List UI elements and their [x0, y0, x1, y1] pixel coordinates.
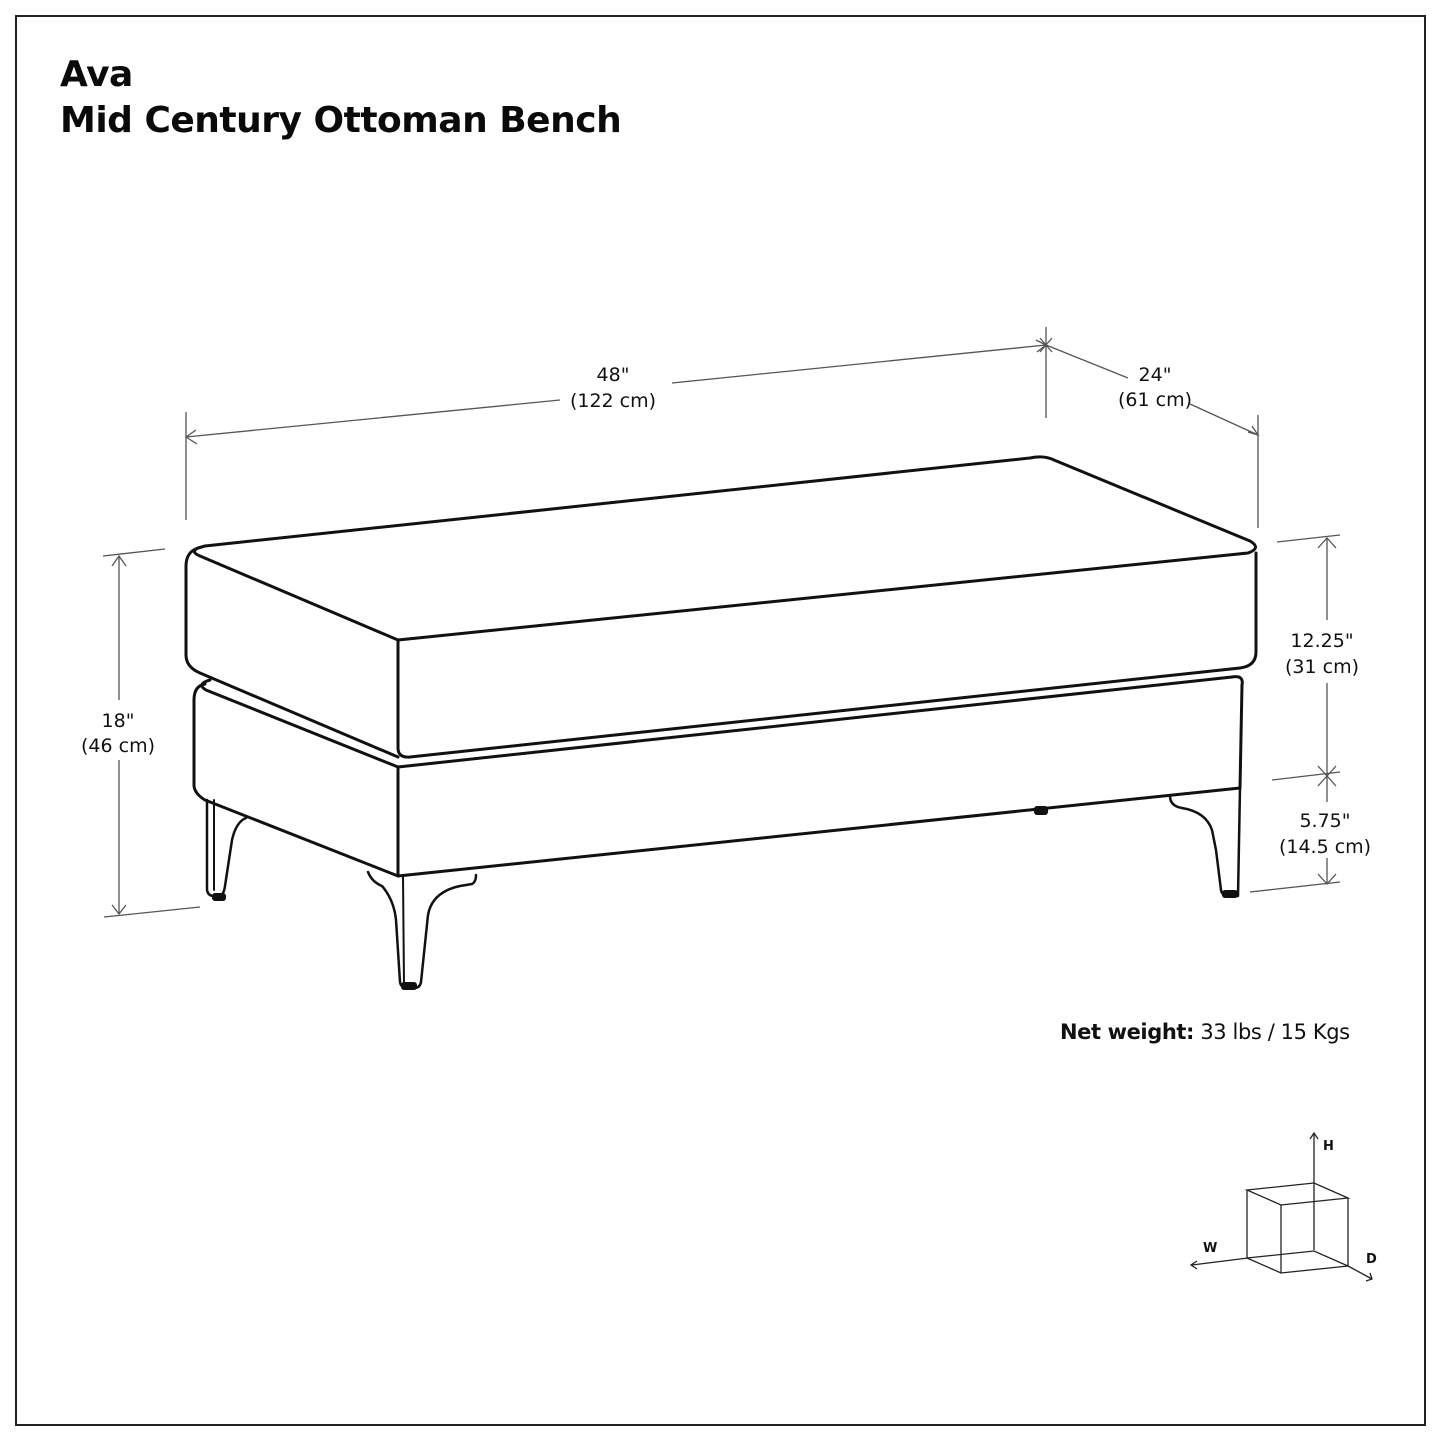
dimension-lines [102, 327, 1341, 918]
axis-label-h: H [1323, 1139, 1334, 1154]
title-block: Ava Mid Century Ottoman Bench [60, 52, 622, 144]
cushion-side [184, 546, 400, 759]
leg-height-imperial: 5.75" [1299, 810, 1350, 832]
net-weight-value: 33 lbs / 15 Kgs [1200, 1020, 1350, 1044]
depth-metric: (61 cm) [1118, 389, 1192, 411]
net-weight: Net weight: 33 lbs / 15 Kgs [1060, 1020, 1350, 1044]
product-subtitle: Mid Century Ottoman Bench [60, 100, 622, 141]
product-name: Ava [60, 54, 133, 95]
base-front [396, 683, 1244, 878]
axis-label-d: D [1366, 1252, 1377, 1267]
axis-cube-icon [1189, 1131, 1373, 1282]
leg-height-metric: (14.5 cm) [1279, 836, 1371, 858]
diagram-frame [15, 15, 1426, 1426]
height-metric: (46 cm) [81, 735, 155, 757]
height-imperial: 18" [102, 710, 135, 732]
ottoman-illustration [184, 455, 1258, 990]
cushion-height-metric: (31 cm) [1285, 656, 1359, 678]
net-weight-label: Net weight: [1060, 1020, 1195, 1044]
width-metric: (122 cm) [570, 390, 656, 412]
width-imperial: 48" [597, 364, 630, 386]
cushion-top [193, 455, 1257, 642]
base-side [192, 682, 400, 878]
base-top-edge [200, 675, 1244, 769]
cushion-height-imperial: 12.25" [1290, 630, 1353, 652]
axis-label-w: W [1203, 1241, 1217, 1256]
cushion-front [396, 551, 1258, 759]
depth-imperial: 24" [1139, 364, 1172, 386]
leg-front-left [366, 870, 478, 990]
leg-front-right [1168, 786, 1242, 898]
